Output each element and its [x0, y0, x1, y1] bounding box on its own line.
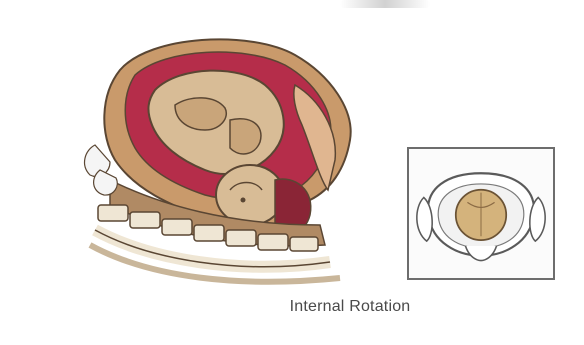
pelvic-outlet-icon	[409, 149, 553, 278]
fetus-in-pelvis-illustration	[80, 30, 370, 292]
inset-box	[407, 147, 555, 280]
top-smudge	[340, 0, 430, 8]
caption: Internal Rotation	[250, 298, 450, 316]
